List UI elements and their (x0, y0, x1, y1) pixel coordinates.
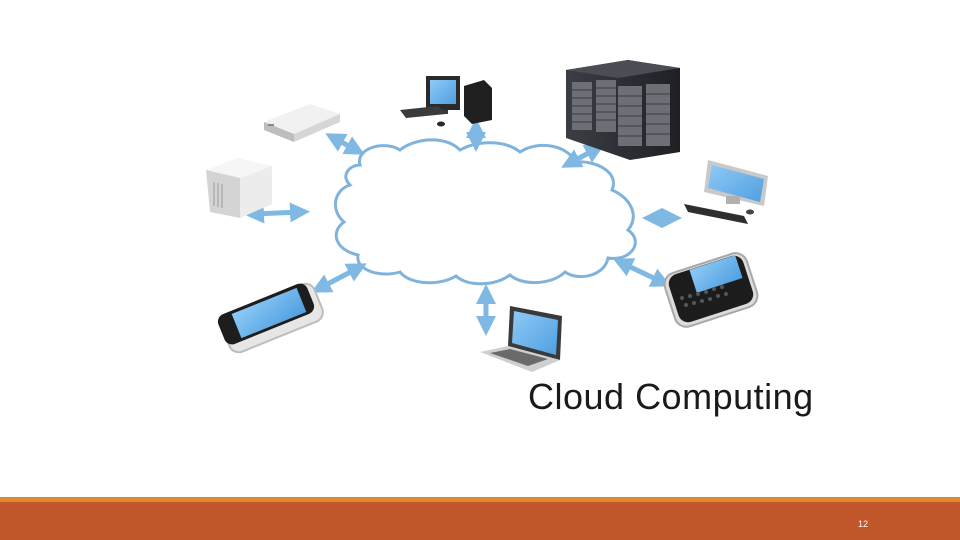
laptop-icon (480, 306, 562, 372)
cloud-icon (334, 138, 637, 286)
arrow-server-rack (561, 144, 605, 168)
smartphone-icon (217, 282, 324, 354)
arrow-smartphone (311, 263, 367, 293)
blackberry-phone-icon (663, 252, 759, 328)
arrow-blackberry (612, 258, 672, 287)
footer-bar (0, 502, 960, 540)
footer-accent-line (0, 497, 960, 502)
diagram-caption: Cloud Computing (528, 376, 814, 417)
monitor-keyboard-icon (684, 160, 768, 224)
arrow-network-box (325, 133, 365, 155)
tower-server-icon (206, 158, 272, 218)
desktop-computer-icon (400, 76, 492, 127)
server-rack-icon (566, 60, 680, 160)
arrow-tower-server (244, 202, 310, 224)
network-box-icon (264, 104, 340, 142)
page-number: 12 (858, 519, 869, 529)
